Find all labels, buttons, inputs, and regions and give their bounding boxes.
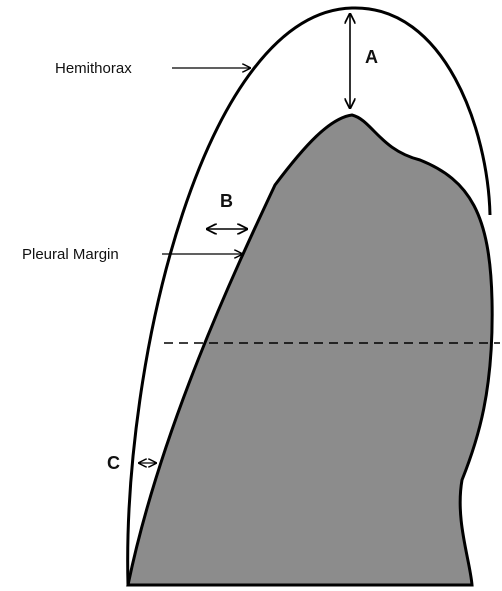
- hemithorax-label: Hemithorax: [55, 60, 132, 77]
- lung-region: [128, 115, 492, 585]
- label-c: C: [107, 453, 120, 473]
- pleural-margin-label: Pleural Margin: [22, 246, 119, 263]
- label-a: A: [365, 47, 378, 67]
- label-b: B: [220, 191, 233, 211]
